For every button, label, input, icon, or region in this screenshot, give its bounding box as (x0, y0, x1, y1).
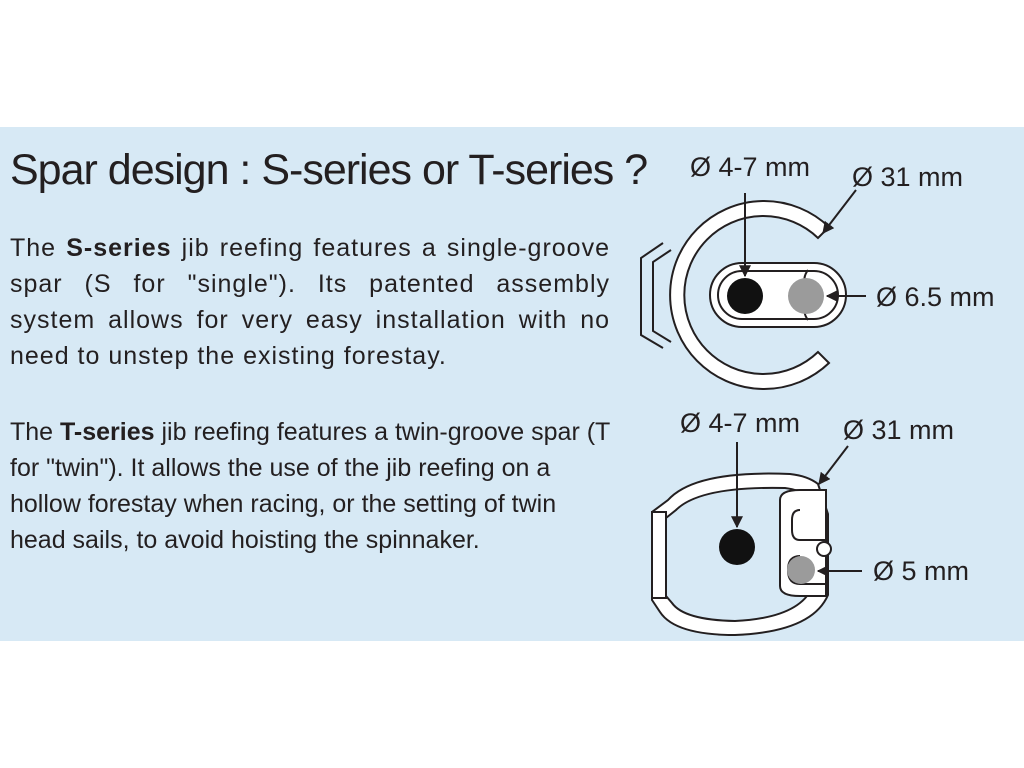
background-panel (0, 127, 1024, 641)
s-spar-diameter-label: Ø 31 mm (852, 162, 963, 192)
t-groove-diameter-label: Ø 5 mm (873, 556, 969, 586)
s-series-body: jib reefing features a single-groove spa… (10, 234, 610, 370)
s-bolt-rope-circle (788, 278, 824, 314)
t-spar-leader (818, 445, 849, 485)
t-series-intro: The (10, 418, 61, 446)
s-forestay-diameter-label: Ø 4-7 mm (690, 152, 810, 182)
page-title: Spar design : S-series or T-series ? (10, 146, 648, 194)
t-groove-notch (816, 541, 832, 557)
t-series-paragraph: The T-series jib reefing features a twin… (10, 414, 610, 558)
s-series-paragraph: The S-series jib reefing features a sing… (10, 230, 610, 374)
t-series-body: jib reefing features a twin-groove spar … (10, 418, 610, 554)
s-spar-flat-side-inner (652, 249, 672, 343)
t-bolt-rope-circle (787, 556, 815, 584)
t-forestay-diameter-label: Ø 4-7 mm (680, 408, 800, 438)
s-series-name: S-series (66, 234, 172, 262)
s-spar-leader (822, 189, 857, 234)
t-spar-diameter-label: Ø 31 mm (843, 415, 954, 445)
s-series-intro: The (10, 234, 67, 262)
t-spar-flat-side (651, 511, 667, 599)
s-spar-outer-wall (669, 200, 831, 390)
s-groove-diameter-label: Ø 6.5 mm (876, 282, 995, 312)
t-series-name: T-series (60, 418, 155, 446)
s-series-spar-section (640, 200, 847, 390)
t-forestay-circle (719, 529, 755, 565)
t-series-spar-section (651, 472, 832, 637)
s-forestay-circle (727, 278, 763, 314)
s-spar-flat-side (640, 242, 664, 349)
